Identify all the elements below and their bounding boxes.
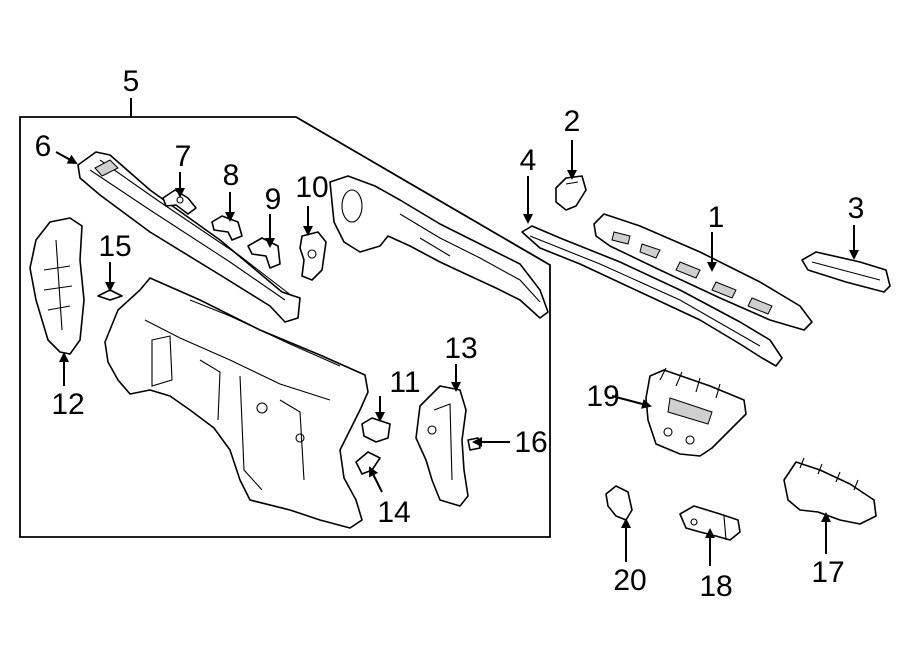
callout-19: 19 <box>586 380 619 413</box>
callout-6: 6 <box>35 130 52 163</box>
callout-13: 13 <box>444 332 477 365</box>
callout-14: 14 <box>377 496 410 529</box>
callout-10: 10 <box>295 171 328 204</box>
part-11-bracket <box>361 417 391 443</box>
part-4-seal <box>521 225 783 367</box>
callout-17: 17 <box>811 556 844 589</box>
part-12-side-panel <box>29 217 85 355</box>
callout-3: 3 <box>848 192 865 225</box>
part-3-panel <box>801 251 891 293</box>
callout-1: 1 <box>708 201 725 234</box>
callout-5: 5 <box>123 65 140 98</box>
part-8-bracket <box>211 215 243 241</box>
callout-9: 9 <box>265 183 282 216</box>
leader-lines <box>55 140 859 566</box>
part-10-bracket <box>299 231 327 281</box>
part-1-cowl-grille <box>593 213 813 331</box>
callout-labels: 1 2 3 4 5 6 7 8 9 10 11 12 13 14 15 16 1… <box>35 65 865 603</box>
callout-11: 11 <box>389 366 420 399</box>
part-15-clip <box>97 289 123 301</box>
part-19-bracket <box>645 367 747 457</box>
inner-cowl-panel <box>329 175 549 319</box>
callout-20: 20 <box>613 564 646 597</box>
callout-4: 4 <box>520 144 537 177</box>
callout-18: 18 <box>699 570 732 603</box>
part-2-cap <box>555 175 587 211</box>
callout-8: 8 <box>223 159 240 192</box>
callout-12: 12 <box>51 388 84 421</box>
part-17-bracket <box>783 457 877 525</box>
callout-16: 16 <box>514 426 547 459</box>
callout-7: 7 <box>175 140 192 173</box>
part-9-bracket <box>247 237 281 269</box>
callout-15: 15 <box>98 230 131 263</box>
assembly-frame <box>19 98 551 538</box>
dash-panel <box>104 277 369 529</box>
part-6-cowl-top <box>77 151 301 323</box>
part-20-bracket <box>605 485 633 521</box>
part-14-bracket <box>355 451 381 475</box>
callout-2: 2 <box>564 105 581 138</box>
part-16-clip <box>467 437 481 451</box>
part-18-bracket <box>679 505 741 541</box>
part-13-side-panel <box>415 385 469 507</box>
